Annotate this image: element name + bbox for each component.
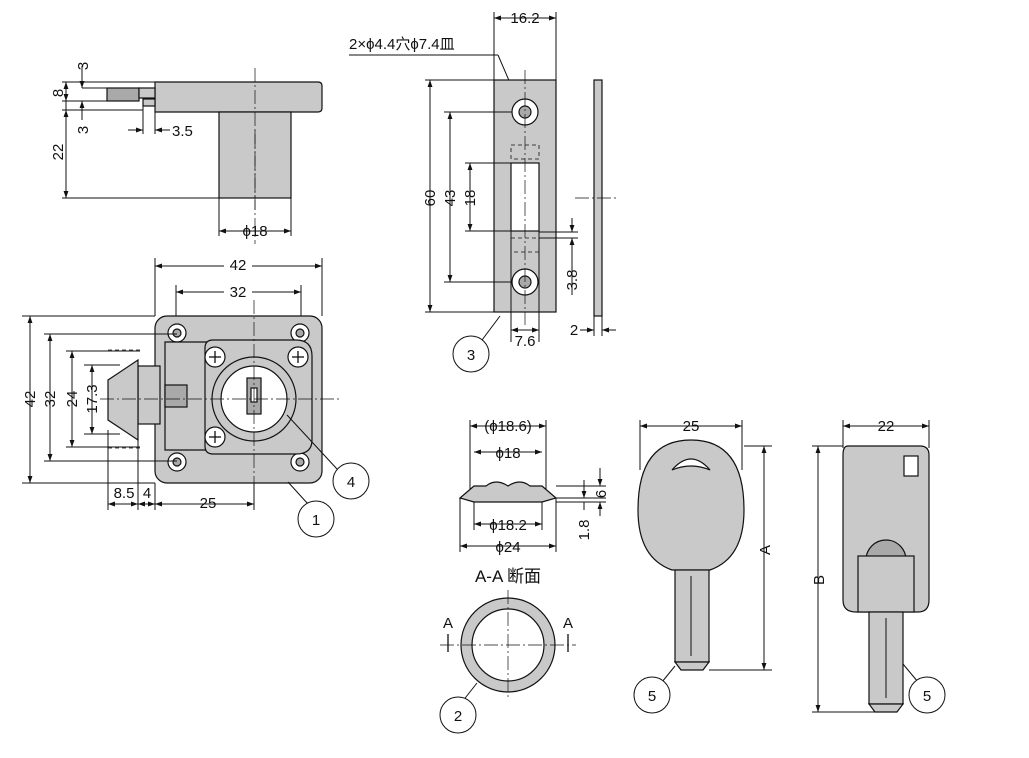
strike-plate-view: 2×ϕ4.4穴ϕ7.4皿 16.2 60 43 18 bbox=[349, 10, 618, 373]
ring-view: (ϕ18.6) ϕ18 6 1.8 ϕ18.2 ϕ24 A-A 断面 A A bbox=[439, 418, 610, 734]
dim-key2-22: 22 bbox=[878, 418, 895, 435]
dim-strike-60: 60 bbox=[422, 190, 439, 207]
dim-key1-25: 25 bbox=[683, 418, 700, 435]
dim-ring-1-8: 1.8 bbox=[576, 520, 593, 541]
callout-1-label: 1 bbox=[312, 512, 320, 529]
ring-profile bbox=[458, 481, 558, 503]
callout-4-label: 4 bbox=[347, 474, 355, 491]
callout-3-label: 3 bbox=[467, 347, 475, 364]
dim-front-4: 4 bbox=[143, 485, 151, 502]
dim-ring-phi18: ϕ18 bbox=[495, 445, 520, 462]
dim-front-32-height: 32 bbox=[42, 391, 59, 408]
side-view-bolt-tip bbox=[138, 87, 156, 99]
dim-front-42-height: 42 bbox=[22, 391, 39, 408]
dim-strike-2: 2 bbox=[570, 322, 578, 339]
dim-ring-6: 6 bbox=[593, 490, 610, 498]
section-mark-left: A bbox=[443, 615, 453, 632]
dim-side-3-5: 3.5 bbox=[172, 123, 193, 140]
dim-strike-3-8: 3.8 bbox=[564, 270, 581, 291]
dim-key1-A: A bbox=[757, 545, 774, 555]
callout-5b bbox=[908, 676, 946, 714]
side-view-body bbox=[154, 81, 323, 113]
dim-side-8: 8 bbox=[50, 89, 67, 97]
side-view: 3 8 3 22 3.5 ϕ18 bbox=[50, 62, 323, 244]
key-oval-view: 25 A 5 bbox=[633, 418, 774, 714]
dim-ring-phi18-6: (ϕ18.6) bbox=[484, 418, 532, 435]
callout-5b-label: 5 bbox=[923, 688, 931, 705]
section-title: A-A 断面 bbox=[475, 567, 541, 586]
callout-2 bbox=[439, 696, 477, 734]
front-mounting-holes bbox=[167, 323, 310, 472]
dim-strike-43: 43 bbox=[442, 190, 459, 207]
dim-side-phi18: ϕ18 bbox=[242, 223, 267, 240]
screw-bottom-left-icon bbox=[204, 426, 226, 448]
dim-side-3-top: 3 bbox=[75, 62, 92, 70]
dim-front-32-width: 32 bbox=[230, 284, 247, 301]
dim-strike-7-6: 7.6 bbox=[515, 333, 536, 350]
dim-front-8-5: 8.5 bbox=[114, 485, 135, 502]
dim-front-17-3: 17.3 bbox=[84, 384, 101, 413]
dim-front-25: 25 bbox=[200, 495, 217, 512]
section-mark-right: A bbox=[563, 615, 573, 632]
dim-key2-B: B bbox=[811, 575, 828, 585]
strike-hole-note: 2×ϕ4.4穴ϕ7.4皿 bbox=[349, 36, 455, 53]
dim-side-3-bottom: 3 bbox=[75, 126, 92, 134]
screw-top-right-icon bbox=[287, 346, 309, 368]
callout-3 bbox=[452, 335, 490, 373]
callout-5a-label: 5 bbox=[648, 688, 656, 705]
dim-ring-phi18-2: ϕ18.2 bbox=[489, 517, 527, 534]
dim-front-42-width: 42 bbox=[230, 257, 247, 274]
key-flat-view: 22 B 5 bbox=[811, 418, 946, 714]
front-view: 42 32 bbox=[22, 256, 370, 538]
callout-2-label: 2 bbox=[454, 708, 462, 725]
dim-side-22: 22 bbox=[50, 144, 67, 161]
screw-top-left-icon bbox=[204, 346, 226, 368]
callout-1 bbox=[297, 500, 335, 538]
dim-front-24-height: 24 bbox=[64, 391, 81, 408]
callout-5a bbox=[633, 676, 671, 714]
dim-ring-phi24: ϕ24 bbox=[495, 539, 520, 556]
key-oval-blade bbox=[674, 569, 710, 663]
key-flat-clip bbox=[857, 555, 915, 613]
dim-strike-16-2: 16.2 bbox=[510, 10, 539, 27]
dim-strike-18: 18 bbox=[462, 190, 479, 207]
callout-4 bbox=[332, 462, 370, 500]
side-view-bolt bbox=[106, 87, 140, 102]
